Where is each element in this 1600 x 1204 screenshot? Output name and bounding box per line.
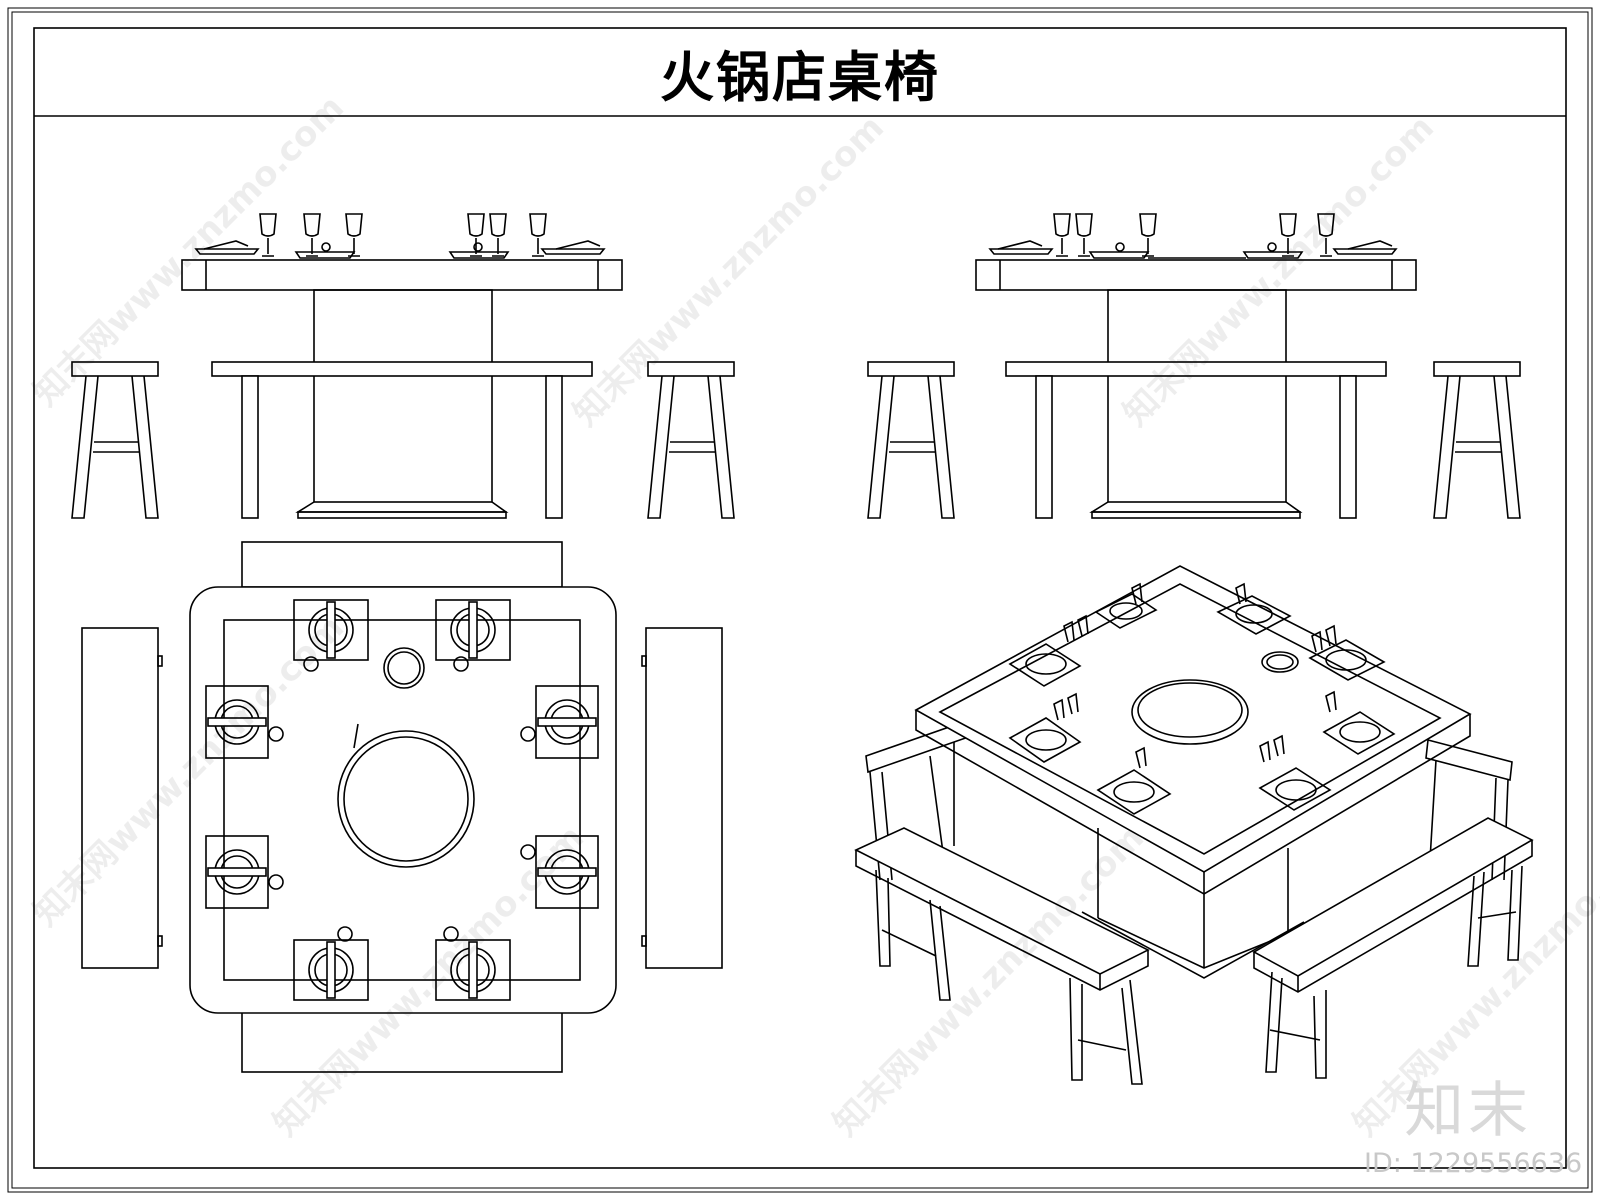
tableware xyxy=(194,213,606,259)
tabletop xyxy=(181,259,623,291)
front-elevation-left xyxy=(71,213,735,519)
sauce-well-plan xyxy=(383,647,425,689)
bench-right-plan xyxy=(645,627,723,969)
front-elevation-right xyxy=(867,213,1521,519)
watermark-logo: 知末 xyxy=(1404,1076,1532,1146)
axonometric-view xyxy=(854,565,1534,1085)
stool-left xyxy=(71,361,159,519)
outer-frame-inner xyxy=(11,11,1589,1189)
drawing-border xyxy=(33,27,1567,1169)
table-top-plan xyxy=(189,586,617,1014)
hotpot-plan xyxy=(337,730,475,868)
bench-left-plan xyxy=(81,627,159,969)
table-top-axo xyxy=(914,565,1472,873)
watermark-id: ID: 1229556636 xyxy=(1364,1148,1583,1179)
drawing-title: 火锅店桌椅 xyxy=(660,45,940,109)
bench-top-plan xyxy=(241,541,563,588)
bench-top xyxy=(211,361,593,377)
table-pedestal xyxy=(313,289,493,503)
outer-frame xyxy=(7,7,1593,1193)
plan-view xyxy=(81,541,723,1073)
bench-front-right-axo xyxy=(1252,817,1534,977)
table-base xyxy=(297,511,507,519)
stool-right xyxy=(647,361,735,519)
